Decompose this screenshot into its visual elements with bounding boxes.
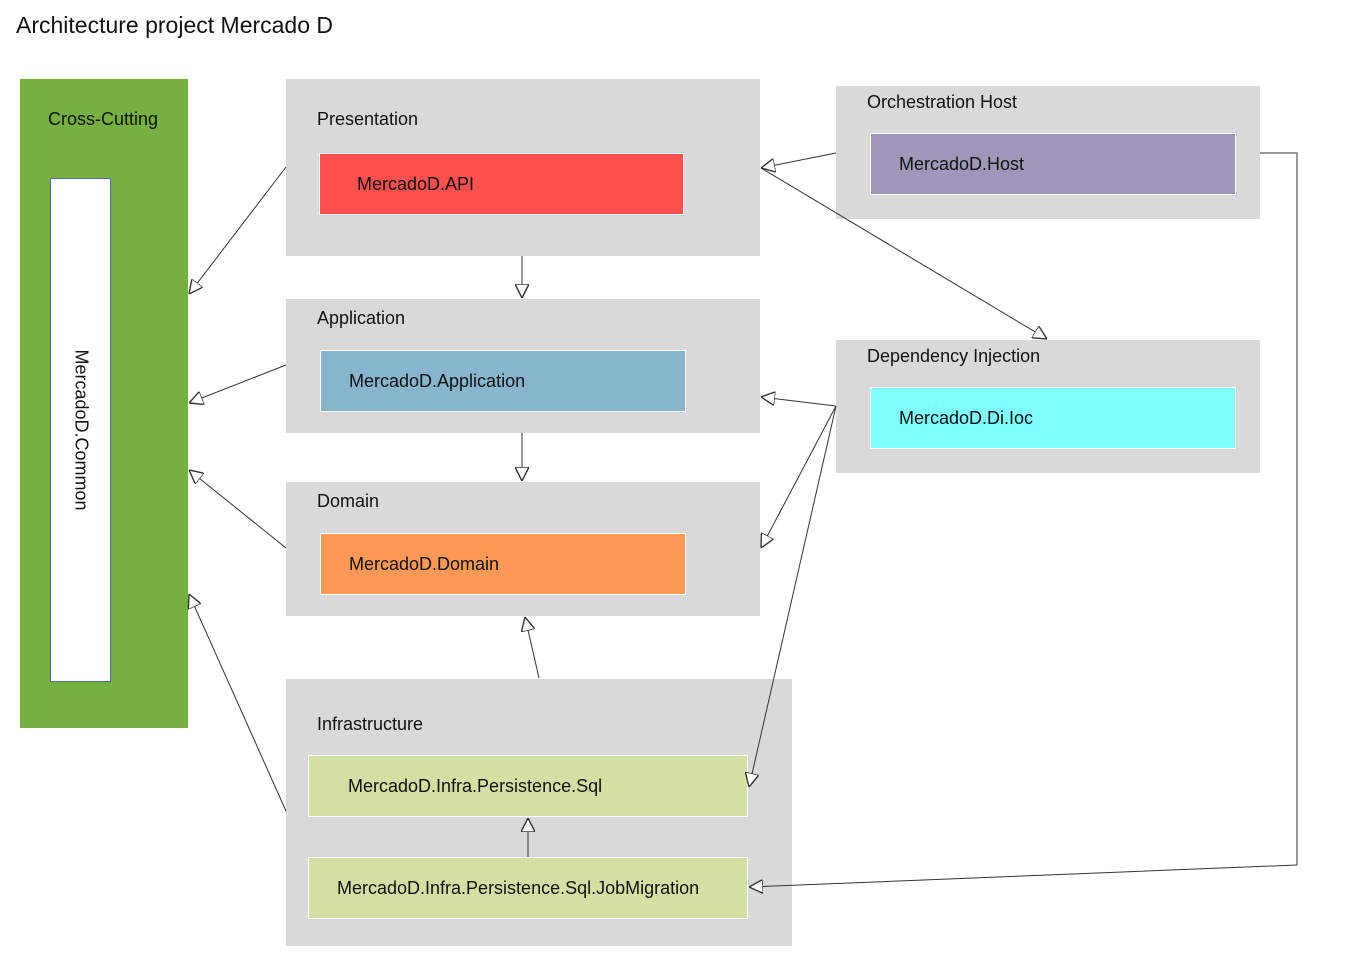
application-label: Application [317,308,406,328]
arrow-di-to-persistence-sql [749,405,837,787]
domain-project-box: MercadoD.Domain [320,533,686,595]
arrow-di-to-domain [761,405,837,548]
application-project-label: MercadoD.Application [349,370,526,391]
persistence-sql-project-box: MercadoD.Infra.Persistence.Sql [308,755,748,817]
arrow-presentation-to-common [189,166,287,294]
arrow-infrastructure-to-domain [525,617,540,679]
arrow-presentation-to-di [760,167,1047,339]
arrow-di-to-application [761,397,837,407]
orchestration-host-label: Orchestration Host [867,92,1018,112]
arrow-host-to-jobmigration [749,152,1298,887]
arrow-host-to-presentation [761,152,837,168]
api-project-box: MercadoD.API [319,153,684,215]
di-ioc-project-label: MercadoD.Di.Ioc [899,407,1034,428]
common-project-box: MercadoD.Common [50,178,111,682]
api-project-label: MercadoD.API [357,173,475,194]
application-project-box: MercadoD.Application [320,350,686,412]
page-title: Architecture project Mercado D [16,12,334,38]
cross-cutting-layer: Cross-Cutting MercadoD.Common [20,79,188,728]
arrow-infrastructure-to-common [189,594,287,812]
persistence-sql-project-label: MercadoD.Infra.Persistence.Sql [348,775,603,796]
dependency-injection-label: Dependency Injection [867,346,1041,366]
domain-project-label: MercadoD.Domain [349,553,500,574]
arrow-application-to-common [189,364,287,403]
cross-cutting-label: Cross-Cutting [48,109,159,129]
job-migration-project-box: MercadoD.Infra.Persistence.Sql.JobMigrat… [308,857,748,919]
host-project-box: MercadoD.Host [870,133,1236,195]
domain-label: Domain [317,491,380,511]
di-ioc-project-box: MercadoD.Di.Ioc [870,387,1236,449]
job-migration-project-label: MercadoD.Infra.Persistence.Sql.JobMigrat… [337,877,700,898]
presentation-label: Presentation [317,109,419,129]
common-project-label: MercadoD.Common [71,349,91,511]
host-project-label: MercadoD.Host [899,153,1025,174]
infrastructure-label: Infrastructure [317,714,424,734]
arrow-domain-to-common [189,470,287,549]
